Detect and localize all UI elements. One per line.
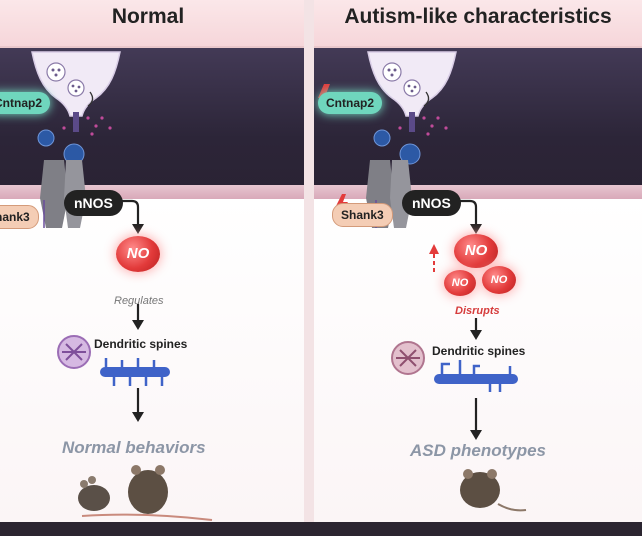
vesicle (46, 62, 66, 82)
no-molecule-small: NO (482, 266, 516, 294)
calcium-ion (399, 143, 421, 165)
vesicle-fusion (87, 91, 94, 107)
autism-panel: Autism-like characteristics (314, 0, 642, 522)
nnos-label: nNOS (402, 190, 461, 216)
mouse-icon (128, 470, 168, 514)
no-molecule-small: NO (444, 270, 476, 296)
flow-arrow (454, 199, 478, 226)
vesicle (403, 79, 421, 97)
vesicle (382, 62, 402, 82)
flow-arrow (114, 199, 140, 226)
mouse-icon (78, 485, 110, 511)
ion-channel (40, 160, 68, 228)
disrupts-label: Disrupts (455, 305, 500, 317)
calcium-ion (37, 129, 55, 147)
dendritic-spines-label: Dendritic spines (432, 344, 526, 358)
dendrite (434, 374, 518, 384)
normal-title: Normal (111, 5, 185, 28)
normal-panel: Normal (0, 0, 304, 522)
cntnap2-label: Cntnap2 (0, 92, 50, 114)
shank3-label: Shank3 (0, 205, 39, 229)
normal-header: Normal (0, 0, 304, 48)
no-molecule: NO (454, 234, 498, 268)
dendritic-spines-label: Dendritic spines (94, 337, 188, 351)
calcium-ion (373, 129, 391, 147)
vesicle-fusion (423, 91, 430, 107)
asd-phenotypes-label: ASD phenotypes (410, 441, 547, 460)
normal-behaviors-label: Normal behaviors (62, 438, 206, 457)
regulates-label: Regulates (114, 295, 164, 307)
nnos-label: nNOS (64, 190, 123, 216)
vesicle (67, 79, 85, 97)
dendrite (100, 367, 170, 377)
autism-title: Autism-like characteristics (344, 5, 612, 28)
mouse-icon (460, 472, 500, 508)
autism-header: Autism-like characteristics (314, 0, 642, 48)
shank3-label: Shank3 (332, 203, 393, 227)
cntnap2-label: Cntnap2 (318, 92, 382, 114)
no-molecule: NO (116, 236, 160, 272)
bottom-strip (0, 522, 642, 536)
